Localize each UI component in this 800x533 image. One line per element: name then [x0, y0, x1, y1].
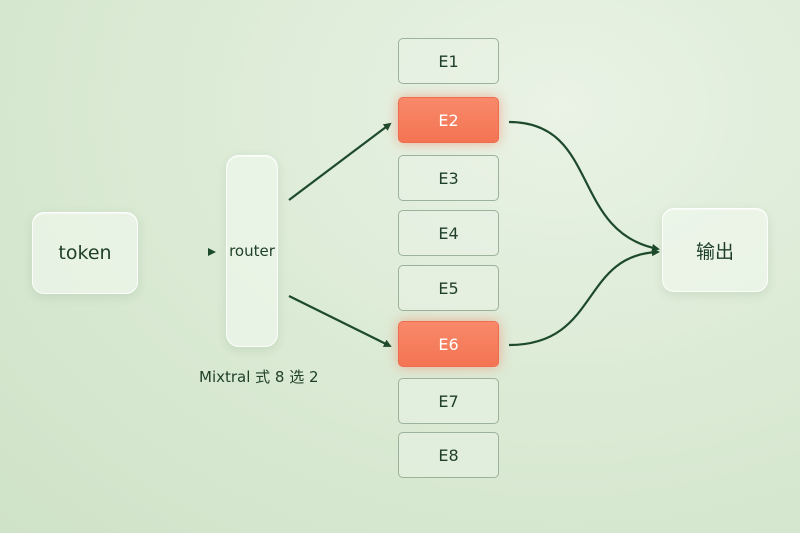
expert-label: E7 [438, 391, 459, 411]
token-node: token [32, 212, 138, 294]
expert-label: E6 [438, 334, 459, 354]
edge-router-e2 [288, 122, 392, 201]
expert-label: E2 [438, 110, 459, 130]
diagram-caption: Mixtral 式 8 选 2 [199, 368, 319, 386]
expert-label: E8 [438, 445, 459, 465]
expert-label: E1 [438, 51, 459, 71]
router-node: router [226, 155, 278, 347]
expert-label: E3 [438, 168, 459, 188]
expert-e2: E2 [398, 97, 499, 143]
edge-router-e6 [288, 295, 392, 347]
token-label: token [58, 242, 112, 264]
output-node: 输出 [662, 208, 768, 292]
edge-e2-output [508, 120, 660, 252]
expert-e6: E6 [398, 321, 499, 367]
expert-e3: E3 [398, 155, 499, 201]
expert-label: E4 [438, 223, 459, 243]
expert-e1: E1 [398, 38, 499, 84]
expert-e8: E8 [398, 432, 499, 478]
expert-e5: E5 [398, 265, 499, 311]
expert-label: E5 [438, 278, 459, 298]
expert-e4: E4 [398, 210, 499, 256]
router-label: router [229, 242, 275, 260]
expert-e7: E7 [398, 378, 499, 424]
edge-e6-output [508, 248, 660, 347]
output-label: 输出 [695, 240, 734, 263]
